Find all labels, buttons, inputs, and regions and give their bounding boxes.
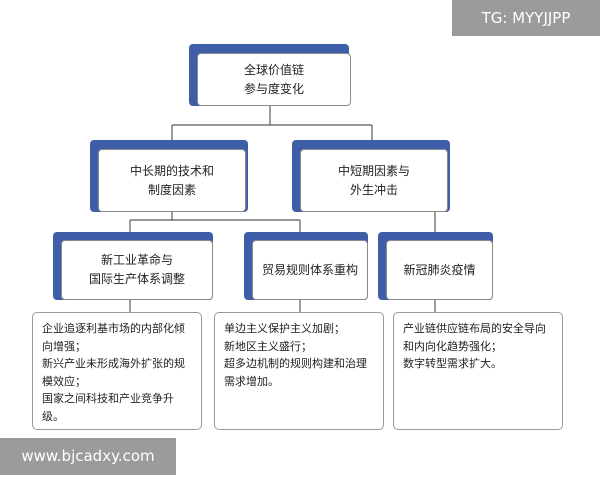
- level1-right-line-2: 外生冲击: [349, 182, 398, 197]
- level2-industrial-line-2: 国际生产体系调整: [88, 272, 185, 286]
- detail-2-item-3: 超多边机制的规则构建和治理需求增加。: [224, 357, 367, 388]
- detail-1-item-2: 新兴产业未形成海外扩张的规模效应；: [42, 357, 185, 388]
- detail-1-item-3: 国家之间科技和产业竞争升级。: [42, 392, 174, 423]
- level1-right-line-1: 中短期因素与: [337, 163, 410, 178]
- detail-box-trade: 单边主义保护主义加剧； 新地区主义盛行； 超多边机制的规则构建和治理需求增加。: [214, 312, 384, 430]
- root-line-2: 参与度变化: [243, 81, 304, 96]
- level1-right-node: 中短期因素与 外生冲击: [300, 149, 448, 212]
- root-node: 全球价值链 参与度变化: [197, 53, 351, 106]
- root-line-1: 全球价值链: [243, 62, 304, 77]
- detail-2-item-2: 新地区主义盛行；: [224, 339, 312, 353]
- level2-covid-node: 新冠肺炎疫情: [386, 240, 493, 300]
- watermark-bottom-left: www.bjcadxy.com: [0, 438, 176, 475]
- detail-1-item-1: 企业追逐利基市场的内部化倾向增强；: [42, 322, 185, 353]
- detail-box-covid: 产业链供应链布局的安全导向和内向化趋势强化； 数字转型需求扩大。: [393, 312, 563, 430]
- level2-trade-node: 贸易规则体系重构: [252, 240, 368, 300]
- level1-left-line-1: 中长期的技术和: [129, 163, 214, 178]
- level1-left-line-2: 制度因素: [147, 182, 196, 197]
- level2-industrial-line-1: 新工业革命与: [100, 253, 173, 267]
- detail-3-item-1: 产业链供应链布局的安全导向和内向化趋势强化；: [403, 322, 546, 353]
- level1-left-node: 中长期的技术和 制度因素: [98, 149, 246, 212]
- level2-industrial-node: 新工业革命与 国际生产体系调整: [61, 240, 213, 300]
- level2-covid-label: 新冠肺炎疫情: [403, 262, 476, 277]
- level2-trade-label: 贸易规则体系重构: [261, 262, 358, 277]
- detail-2-item-1: 单边主义保护主义加剧；: [224, 322, 345, 335]
- detail-box-industrial: 企业追逐利基市场的内部化倾向增强； 新兴产业未形成海外扩张的规模效应； 国家之间…: [32, 312, 202, 430]
- detail-3-item-2: 数字转型需求扩大。: [403, 357, 502, 370]
- watermark-top-right: TG: MYYJJPP: [452, 0, 600, 36]
